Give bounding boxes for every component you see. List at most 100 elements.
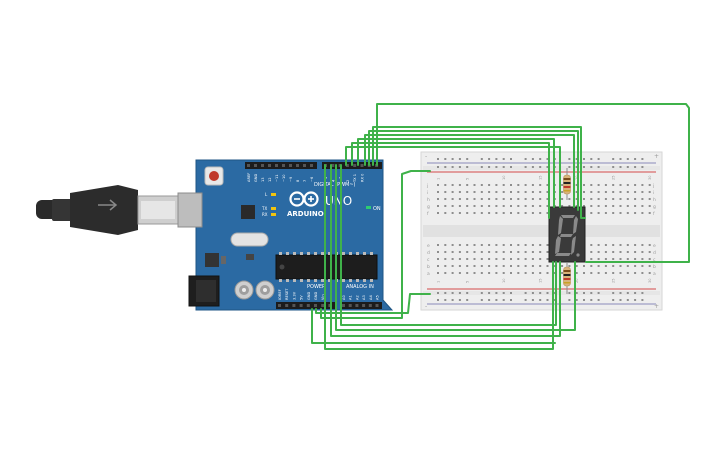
breadboard-hole[interactable] <box>502 166 505 168</box>
breadboard-hole[interactable] <box>597 205 600 207</box>
breadboard-hole[interactable] <box>502 158 505 160</box>
resistor-bottom[interactable] <box>563 262 571 294</box>
breadboard-hole[interactable] <box>626 205 629 207</box>
breadboard-hole[interactable] <box>597 212 600 214</box>
breadboard-hole[interactable] <box>619 292 622 294</box>
breadboard-hole[interactable] <box>488 184 491 186</box>
breadboard-hole[interactable] <box>473 198 476 200</box>
breadboard-hole[interactable] <box>458 191 461 193</box>
breadboard-hole[interactable] <box>648 258 651 260</box>
breadboard-hole[interactable] <box>473 205 476 207</box>
breadboard-hole[interactable] <box>604 184 607 186</box>
breadboard-hole[interactable] <box>495 184 498 186</box>
breadboard-hole[interactable] <box>480 265 483 267</box>
breadboard-hole[interactable] <box>466 292 469 294</box>
breadboard-hole[interactable] <box>451 205 454 207</box>
breadboard-hole[interactable] <box>480 244 483 246</box>
breadboard-hole[interactable] <box>495 258 498 260</box>
breadboard-hole[interactable] <box>590 191 593 193</box>
breadboard-hole[interactable] <box>626 272 629 274</box>
breadboard-hole[interactable] <box>634 244 637 246</box>
breadboard-hole[interactable] <box>458 251 461 253</box>
breadboard-hole[interactable] <box>634 292 637 294</box>
breadboard-hole[interactable] <box>641 258 644 260</box>
wire-bottom-5[interactable] <box>320 170 431 319</box>
breadboard-hole[interactable] <box>575 198 578 200</box>
breadboard-hole[interactable] <box>502 299 505 301</box>
breadboard-hole[interactable] <box>531 158 534 160</box>
breadboard-hole[interactable] <box>458 198 461 200</box>
breadboard-hole[interactable] <box>451 258 454 260</box>
breadboard-hole[interactable] <box>473 244 476 246</box>
breadboard-hole[interactable] <box>510 184 512 186</box>
breadboard-hole[interactable] <box>502 191 505 193</box>
wire-top-4[interactable] <box>364 134 575 208</box>
breadboard-hole[interactable] <box>531 191 534 193</box>
breadboard-hole[interactable] <box>502 212 505 214</box>
breadboard-hole[interactable] <box>517 258 520 260</box>
breadboard-hole[interactable] <box>495 158 498 160</box>
breadboard-hole[interactable] <box>619 265 622 267</box>
breadboard-hole[interactable] <box>473 272 476 274</box>
breadboard-hole[interactable] <box>458 166 461 168</box>
breadboard-hole[interactable] <box>437 244 439 246</box>
breadboard-hole[interactable] <box>604 251 607 253</box>
breadboard-hole[interactable] <box>458 292 461 294</box>
breadboard-hole[interactable] <box>561 205 564 207</box>
breadboard-holes[interactable] <box>437 158 651 301</box>
breadboard-hole[interactable] <box>597 272 600 274</box>
breadboard-hole[interactable] <box>604 272 607 274</box>
breadboard-hole[interactable] <box>444 158 447 160</box>
breadboard-hole[interactable] <box>619 198 622 200</box>
breadboard-hole[interactable] <box>648 191 651 193</box>
breadboard-hole[interactable] <box>597 198 600 200</box>
breadboard-hole[interactable] <box>590 166 593 168</box>
breadboard-hole[interactable] <box>517 251 520 253</box>
breadboard-hole[interactable] <box>502 184 505 186</box>
breadboard-hole[interactable] <box>444 184 447 186</box>
breadboard-hole[interactable] <box>510 258 512 260</box>
breadboard-hole[interactable] <box>568 299 571 301</box>
breadboard-hole[interactable] <box>451 272 454 274</box>
wire-bottom-1[interactable] <box>340 164 557 326</box>
breadboard-hole[interactable] <box>597 184 600 186</box>
breadboard-hole[interactable] <box>619 299 622 301</box>
breadboard-hole[interactable] <box>502 205 505 207</box>
breadboard-hole[interactable] <box>539 198 542 200</box>
breadboard-hole[interactable] <box>495 265 498 267</box>
breadboard-hole[interactable] <box>546 272 549 274</box>
breadboard-hole[interactable] <box>480 198 483 200</box>
breadboard-hole[interactable] <box>531 184 534 186</box>
breadboard-hole[interactable] <box>517 244 520 246</box>
breadboard-hole[interactable] <box>575 166 578 168</box>
breadboard-hole[interactable] <box>626 251 629 253</box>
breadboard-hole[interactable] <box>648 184 651 186</box>
breadboard-hole[interactable] <box>531 244 534 246</box>
breadboard-hole[interactable] <box>568 158 571 160</box>
seven-segment-display[interactable]: 8 <box>0 0 586 263</box>
breadboard-hole[interactable] <box>561 191 564 193</box>
breadboard-hole[interactable] <box>648 205 651 207</box>
breadboard-hole[interactable] <box>524 272 527 274</box>
breadboard-hole[interactable] <box>546 166 549 168</box>
breadboard-hole[interactable] <box>590 299 593 301</box>
breadboard-hole[interactable] <box>437 212 439 214</box>
breadboard-hole[interactable] <box>466 212 469 214</box>
breadboard-hole[interactable] <box>466 205 469 207</box>
breadboard-hole[interactable] <box>641 299 644 301</box>
breadboard-hole[interactable] <box>612 205 615 207</box>
breadboard-hole[interactable] <box>451 166 454 168</box>
breadboard-hole[interactable] <box>546 184 549 186</box>
breadboard-hole[interactable] <box>619 166 622 168</box>
breadboard-hole[interactable] <box>517 265 520 267</box>
breadboard-hole[interactable] <box>553 299 556 301</box>
breadboard-hole[interactable] <box>597 258 600 260</box>
breadboard-hole[interactable] <box>531 251 534 253</box>
breadboard-hole[interactable] <box>539 258 542 260</box>
breadboard-hole[interactable] <box>597 251 600 253</box>
breadboard-hole[interactable] <box>524 212 527 214</box>
power-header[interactable] <box>276 302 336 309</box>
breadboard-hole[interactable] <box>626 212 629 214</box>
breadboard-hole[interactable] <box>546 158 549 160</box>
breadboard-hole[interactable] <box>546 258 549 260</box>
